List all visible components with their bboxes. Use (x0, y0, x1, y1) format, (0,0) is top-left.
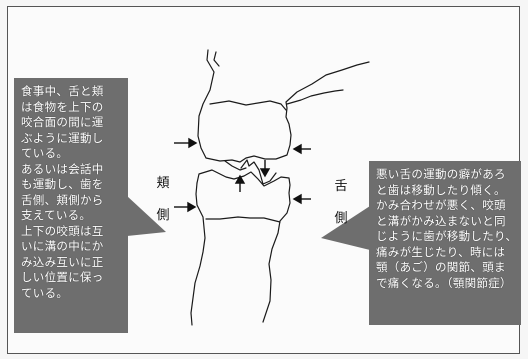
upper-tooth-inner-line (210, 101, 286, 110)
upper-tooth-root-line (214, 52, 219, 66)
arrow-upper-right-head (294, 145, 301, 153)
arrow-up-head (236, 176, 244, 183)
arrow-lower-left-head (188, 203, 195, 211)
left-callout-text: 食事中、舌と頬 は食物を上下の 咬合面の間に運 ぶように運動し ている。 あるい… (14, 78, 128, 333)
upper-tooth-lingual-line (287, 90, 343, 104)
arrow-lower-right-head (294, 195, 301, 203)
arrow-down-head (261, 169, 269, 176)
lingual-side-label: 舌 側 (333, 171, 349, 235)
right-callout-text: 悪い舌の運動の癖があろ と歯は移動したり傾く。 かみ合わせが悪く、咬頭 と溝がか… (369, 161, 521, 325)
arrow-upper-left-head (189, 139, 196, 147)
lower-tooth-buccal-edge (191, 183, 205, 325)
lower-tooth-outline (197, 170, 290, 322)
buccal-side-label: 頬 側 (155, 168, 171, 232)
lower-tooth-inner-line (206, 217, 280, 222)
upper-tooth-outline (198, 50, 369, 162)
